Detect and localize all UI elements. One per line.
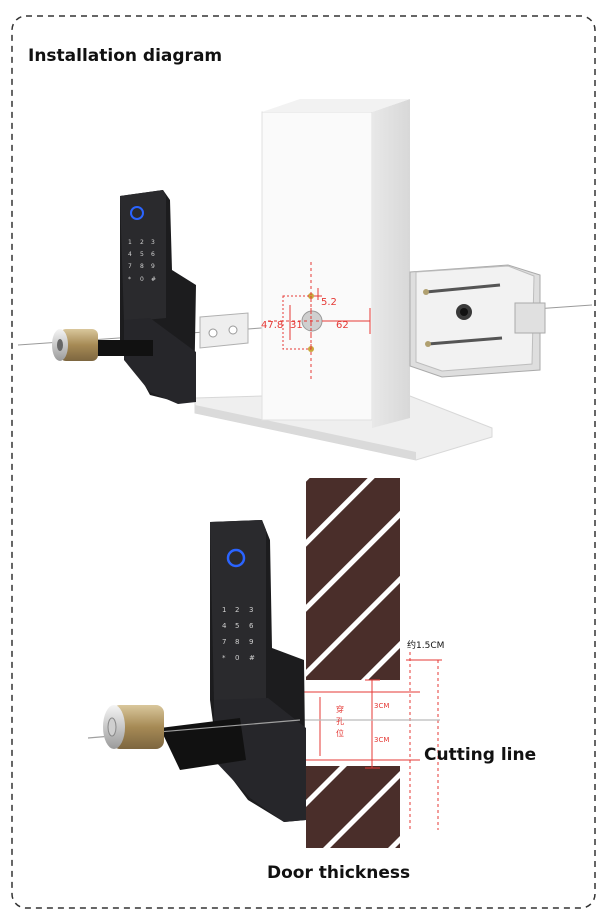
dim-label-2: 47.8 bbox=[261, 320, 283, 331]
rear-lock-body bbox=[409, 264, 546, 378]
svg-text:#: # bbox=[249, 654, 255, 662]
svg-text:7: 7 bbox=[128, 263, 132, 270]
svg-text:1: 1 bbox=[128, 239, 132, 246]
bore-hole bbox=[306, 700, 400, 746]
page-title: Installation diagram bbox=[28, 46, 223, 66]
svg-text:1: 1 bbox=[222, 606, 226, 614]
hole-text-3: 位 bbox=[336, 728, 344, 738]
svg-text:3: 3 bbox=[249, 606, 253, 614]
dim-label-4: 62 bbox=[336, 320, 349, 331]
svg-text:8: 8 bbox=[140, 263, 144, 270]
bore-dimension-lines bbox=[300, 652, 442, 830]
door-board-front bbox=[261, 111, 373, 421]
svg-text:*: * bbox=[222, 654, 226, 662]
door-thickness-label: Door thickness bbox=[267, 863, 411, 883]
approx-1-5cm-label: 约1.5CM bbox=[407, 639, 444, 651]
cutting-line-label: Cutting line bbox=[424, 745, 537, 765]
strike-plate bbox=[199, 312, 249, 349]
door-board-side bbox=[372, 99, 410, 428]
cylinder-brass bbox=[60, 329, 98, 361]
fingerprint-sensor-icon bbox=[226, 548, 246, 568]
svg-text:2: 2 bbox=[235, 606, 239, 614]
svg-text:0: 0 bbox=[235, 654, 239, 662]
hole-text-1: 穿 bbox=[336, 704, 344, 714]
svg-text:5: 5 bbox=[140, 251, 144, 258]
svg-text:9: 9 bbox=[249, 638, 253, 646]
door-cross-section bbox=[306, 478, 400, 848]
hole-text-2: 孔 bbox=[336, 717, 344, 726]
cm-label-upper: 3CM bbox=[374, 702, 389, 710]
svg-text:#: # bbox=[151, 276, 156, 283]
svg-text:2: 2 bbox=[140, 239, 144, 246]
dim-label-3: 31 bbox=[290, 320, 303, 331]
svg-text:7: 7 bbox=[222, 638, 226, 646]
svg-text:6: 6 bbox=[151, 251, 155, 258]
dimension-lines bbox=[268, 262, 371, 380]
svg-text:5: 5 bbox=[235, 622, 239, 630]
dashed-border bbox=[11, 15, 596, 909]
svg-text:4: 4 bbox=[222, 622, 227, 630]
svg-text:3: 3 bbox=[151, 239, 155, 246]
hole-upper-gap bbox=[306, 680, 400, 700]
hole-lower-gap bbox=[306, 746, 400, 766]
fingerprint-sensor-icon bbox=[130, 206, 144, 220]
svg-text:9: 9 bbox=[151, 263, 155, 270]
svg-text:*: * bbox=[128, 276, 131, 283]
svg-text:0: 0 bbox=[140, 276, 144, 283]
svg-text:4: 4 bbox=[128, 251, 132, 258]
svg-text:8: 8 bbox=[235, 638, 239, 646]
cm-label-lower: 3CM bbox=[374, 736, 389, 744]
svg-text:6: 6 bbox=[249, 622, 254, 630]
dim-label-1: 5.2 bbox=[321, 297, 337, 308]
cylinder-brass bbox=[112, 705, 164, 749]
